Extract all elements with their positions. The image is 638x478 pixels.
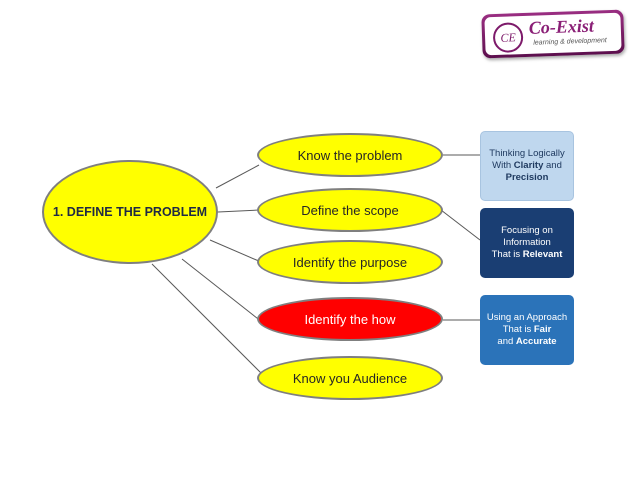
main-topic-ellipse: 1. DEFINE THE PROBLEM [42, 160, 218, 264]
standard-box-clarity-precision: Thinking Logically With Clarity and Prec… [480, 131, 574, 201]
connector-main-to-identify-how [181, 258, 263, 323]
step-identify-how-highlighted: Identify the how [257, 297, 443, 341]
step-label: Define the scope [301, 202, 399, 218]
connector-main-to-identify-purpose [209, 239, 262, 263]
box-line: That is Fair [502, 324, 552, 335]
step-label: Identify the purpose [292, 254, 408, 270]
logo-name: Co-Exist [528, 15, 595, 38]
step-identify-purpose: Identify the purpose [257, 240, 443, 284]
box-line: Information [503, 237, 551, 248]
step-label: Identify the how [304, 311, 396, 327]
box-line: That is Relevant [491, 249, 563, 260]
box-line: Thinking Logically [489, 148, 565, 159]
step-label: Know you Audience [292, 370, 408, 386]
step-know-problem: Know the problem [257, 133, 443, 177]
co-exist-logo: CE Co-Exist learning & development [481, 9, 625, 59]
connector-main-to-know-problem [215, 164, 260, 189]
box-line: Precision [505, 172, 549, 183]
logo-mark-icon: CE [492, 22, 524, 54]
step-know-audience: Know you Audience [257, 356, 443, 400]
box-line: and Accurate [497, 336, 557, 347]
box-line: Using an Approach [486, 312, 568, 323]
step-label: Know the problem [297, 147, 403, 163]
connector-main-to-define-scope [217, 209, 260, 213]
connector-define-scope-to-box2 [440, 209, 481, 241]
logo-tagline: learning & development [533, 37, 607, 47]
main-topic-label: 1. DEFINE THE PROBLEM [52, 205, 208, 219]
box-line: Focusing on [501, 225, 553, 236]
connector-main-to-know-audience [151, 263, 269, 381]
step-define-scope: Define the scope [257, 188, 443, 232]
standard-box-fair-accurate: Using an Approach That is Fair and Accur… [480, 295, 574, 365]
box-line: With Clarity and [492, 160, 562, 171]
standard-box-relevant: Focusing on Information That is Relevant [480, 208, 574, 278]
